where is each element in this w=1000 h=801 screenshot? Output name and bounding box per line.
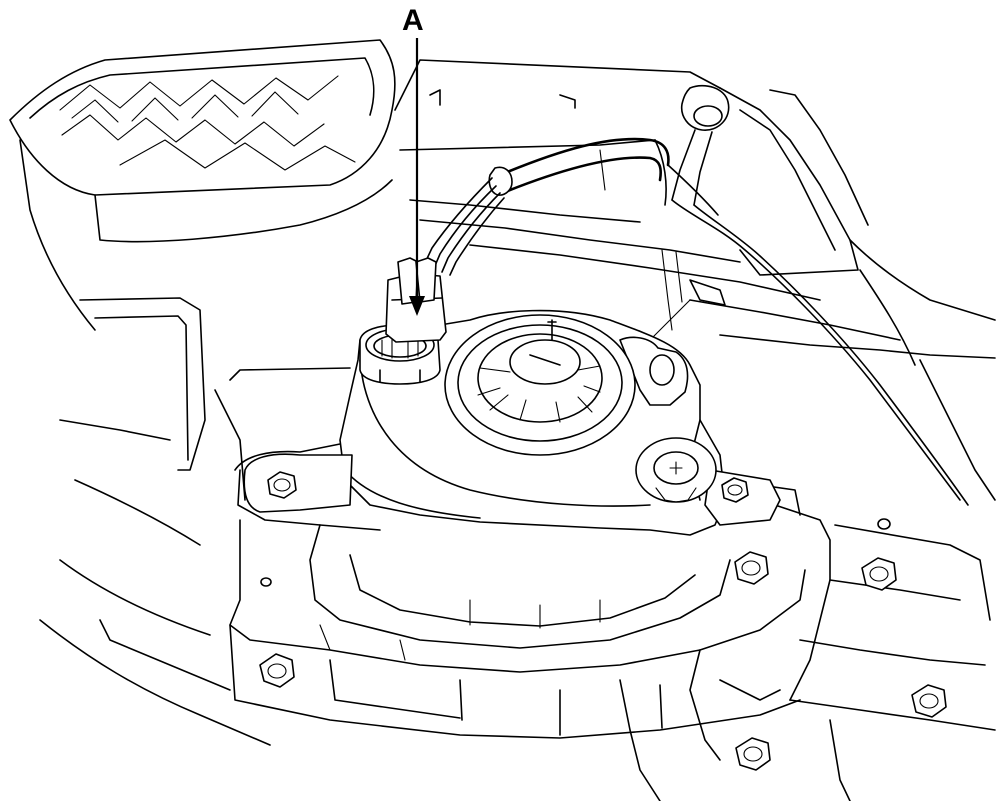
callout-arrowhead: [409, 296, 425, 316]
headlamp-housing: [243, 309, 781, 536]
radiator-support: [394, 59, 996, 501]
callout-label: A: [402, 4, 424, 37]
bolt-lower-right: [734, 551, 769, 585]
ground-cable: [649, 84, 969, 506]
callout-a: A: [402, 4, 425, 316]
bolt-left-ear: [267, 471, 297, 499]
grille-panel: [9, 39, 396, 331]
wiring-harness: [423, 137, 719, 276]
bolt-beam-lower: [911, 684, 947, 718]
bolt-right-ear: [721, 477, 749, 503]
bolt-beam-upper: [861, 557, 897, 591]
hole-plate: [260, 518, 891, 587]
bolt-bottom-left: [259, 653, 295, 688]
bolt-bottom-center: [735, 737, 771, 771]
headlamp-bracket: [39, 297, 996, 801]
